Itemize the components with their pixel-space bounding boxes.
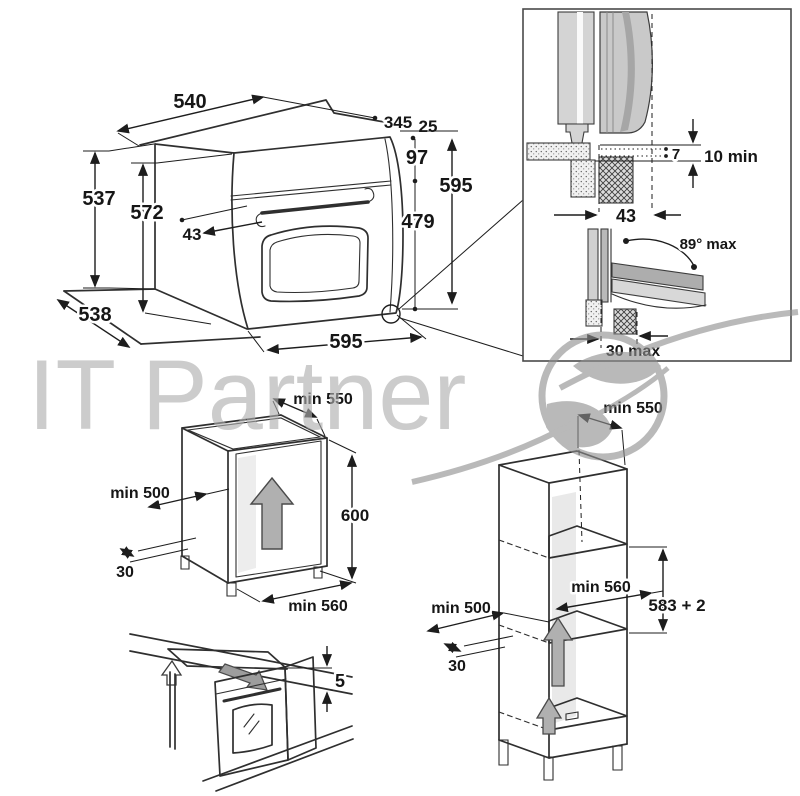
- worktop-leg-hatch: [570, 159, 596, 198]
- dim-cutout-height-label: 537: [82, 188, 115, 210]
- dim-base-side-depth-label: min 500: [110, 485, 170, 502]
- dim-base-rear-gap-label: 30: [116, 564, 134, 581]
- worktop-hatch: [526, 142, 591, 161]
- dim-door-angle-label: 89° max: [680, 236, 738, 253]
- oven-body: [230, 136, 404, 330]
- watermark-text: IT Partner: [28, 339, 466, 450]
- dim-side-depth-label: 538: [78, 304, 111, 326]
- hinge-detail-circle: [381, 304, 401, 324]
- dim-door-gap-label: 7: [672, 146, 680, 163]
- tall-cabinet-diagram: min 550 583 + 2 min 560 min 500 30: [426, 398, 708, 781]
- dim-base-height-label: 600: [341, 506, 369, 525]
- tall-cabinet-feet: [498, 739, 623, 781]
- main-oven-diagram: 540 345 25 97 595 479 537 572 43: [56, 89, 524, 357]
- inset-leader-lines: [398, 199, 524, 357]
- dim-tall-width-label: min 560: [571, 579, 631, 596]
- watermark: IT Partner: [28, 309, 799, 485]
- main-dimensions: 540 345 25 97 595 479 537 572 43: [56, 89, 524, 357]
- inset-open-door-section: 89° max 30 max: [570, 228, 740, 363]
- dim-tall-side-depth-label: min 500: [431, 600, 491, 617]
- vent-arrow-icon: [249, 476, 295, 550]
- plinth-hatch-2: [613, 308, 637, 335]
- dim-tall-niche-height-label: 583 + 2: [648, 596, 705, 615]
- dim-front-width-label: 595: [329, 331, 362, 353]
- dim-recess-depth-label: 43: [616, 206, 636, 226]
- base-cabinet-diagram: min 550 min 500 30 600 min 560: [108, 389, 372, 618]
- dim-front-height-label: 595: [439, 175, 472, 197]
- slide-in-diagram: 5: [129, 633, 354, 792]
- dim-base-width-label: min 560: [288, 598, 348, 615]
- oven-door-window: [261, 225, 369, 303]
- oven-handle: [255, 187, 375, 228]
- vent-arrow-mid-icon: [542, 616, 574, 687]
- dim-width-top-label: 540: [173, 91, 206, 113]
- up-arrow-icon: [160, 659, 183, 686]
- slide-in-dimensions: 5: [287, 646, 348, 712]
- dim-panel-height-label: 97: [406, 147, 428, 169]
- deflector-panel: [167, 648, 288, 670]
- cabinet-feet: [180, 555, 323, 597]
- slide-direction-arrow-icon: [218, 663, 268, 691]
- inset-door-section: 7 10 min 43: [526, 11, 760, 229]
- vent-arrow-bottom-icon: [535, 696, 563, 735]
- dim-tall-rear-gap-label: 30: [448, 658, 466, 675]
- dim-base-top-depth-label: min 550: [293, 391, 353, 408]
- leg-hatch: [585, 299, 603, 327]
- dim-depth-top-label: 345: [384, 113, 412, 132]
- dim-handle-depth-label: 43: [183, 225, 202, 244]
- dim-door-height-label: 479: [401, 211, 434, 233]
- base-cabinet-dimensions: min 550 min 500 30 600 min 560: [108, 389, 372, 618]
- dim-slide-top-gap-label: 5: [335, 671, 345, 691]
- tall-cabinet-dimensions: min 550 583 + 2 min 560 min 500 30: [426, 398, 708, 678]
- detail-inset: 7 10 min 43 89° max 30 max: [522, 8, 792, 363]
- plinth-hatch: [598, 156, 634, 204]
- dim-top-gap-label: 25: [419, 117, 438, 136]
- dim-bottom-clearance-label: 10 min: [704, 147, 758, 166]
- watermark-logo-icon: [411, 309, 799, 485]
- dim-inner-height-label: 572: [130, 202, 163, 224]
